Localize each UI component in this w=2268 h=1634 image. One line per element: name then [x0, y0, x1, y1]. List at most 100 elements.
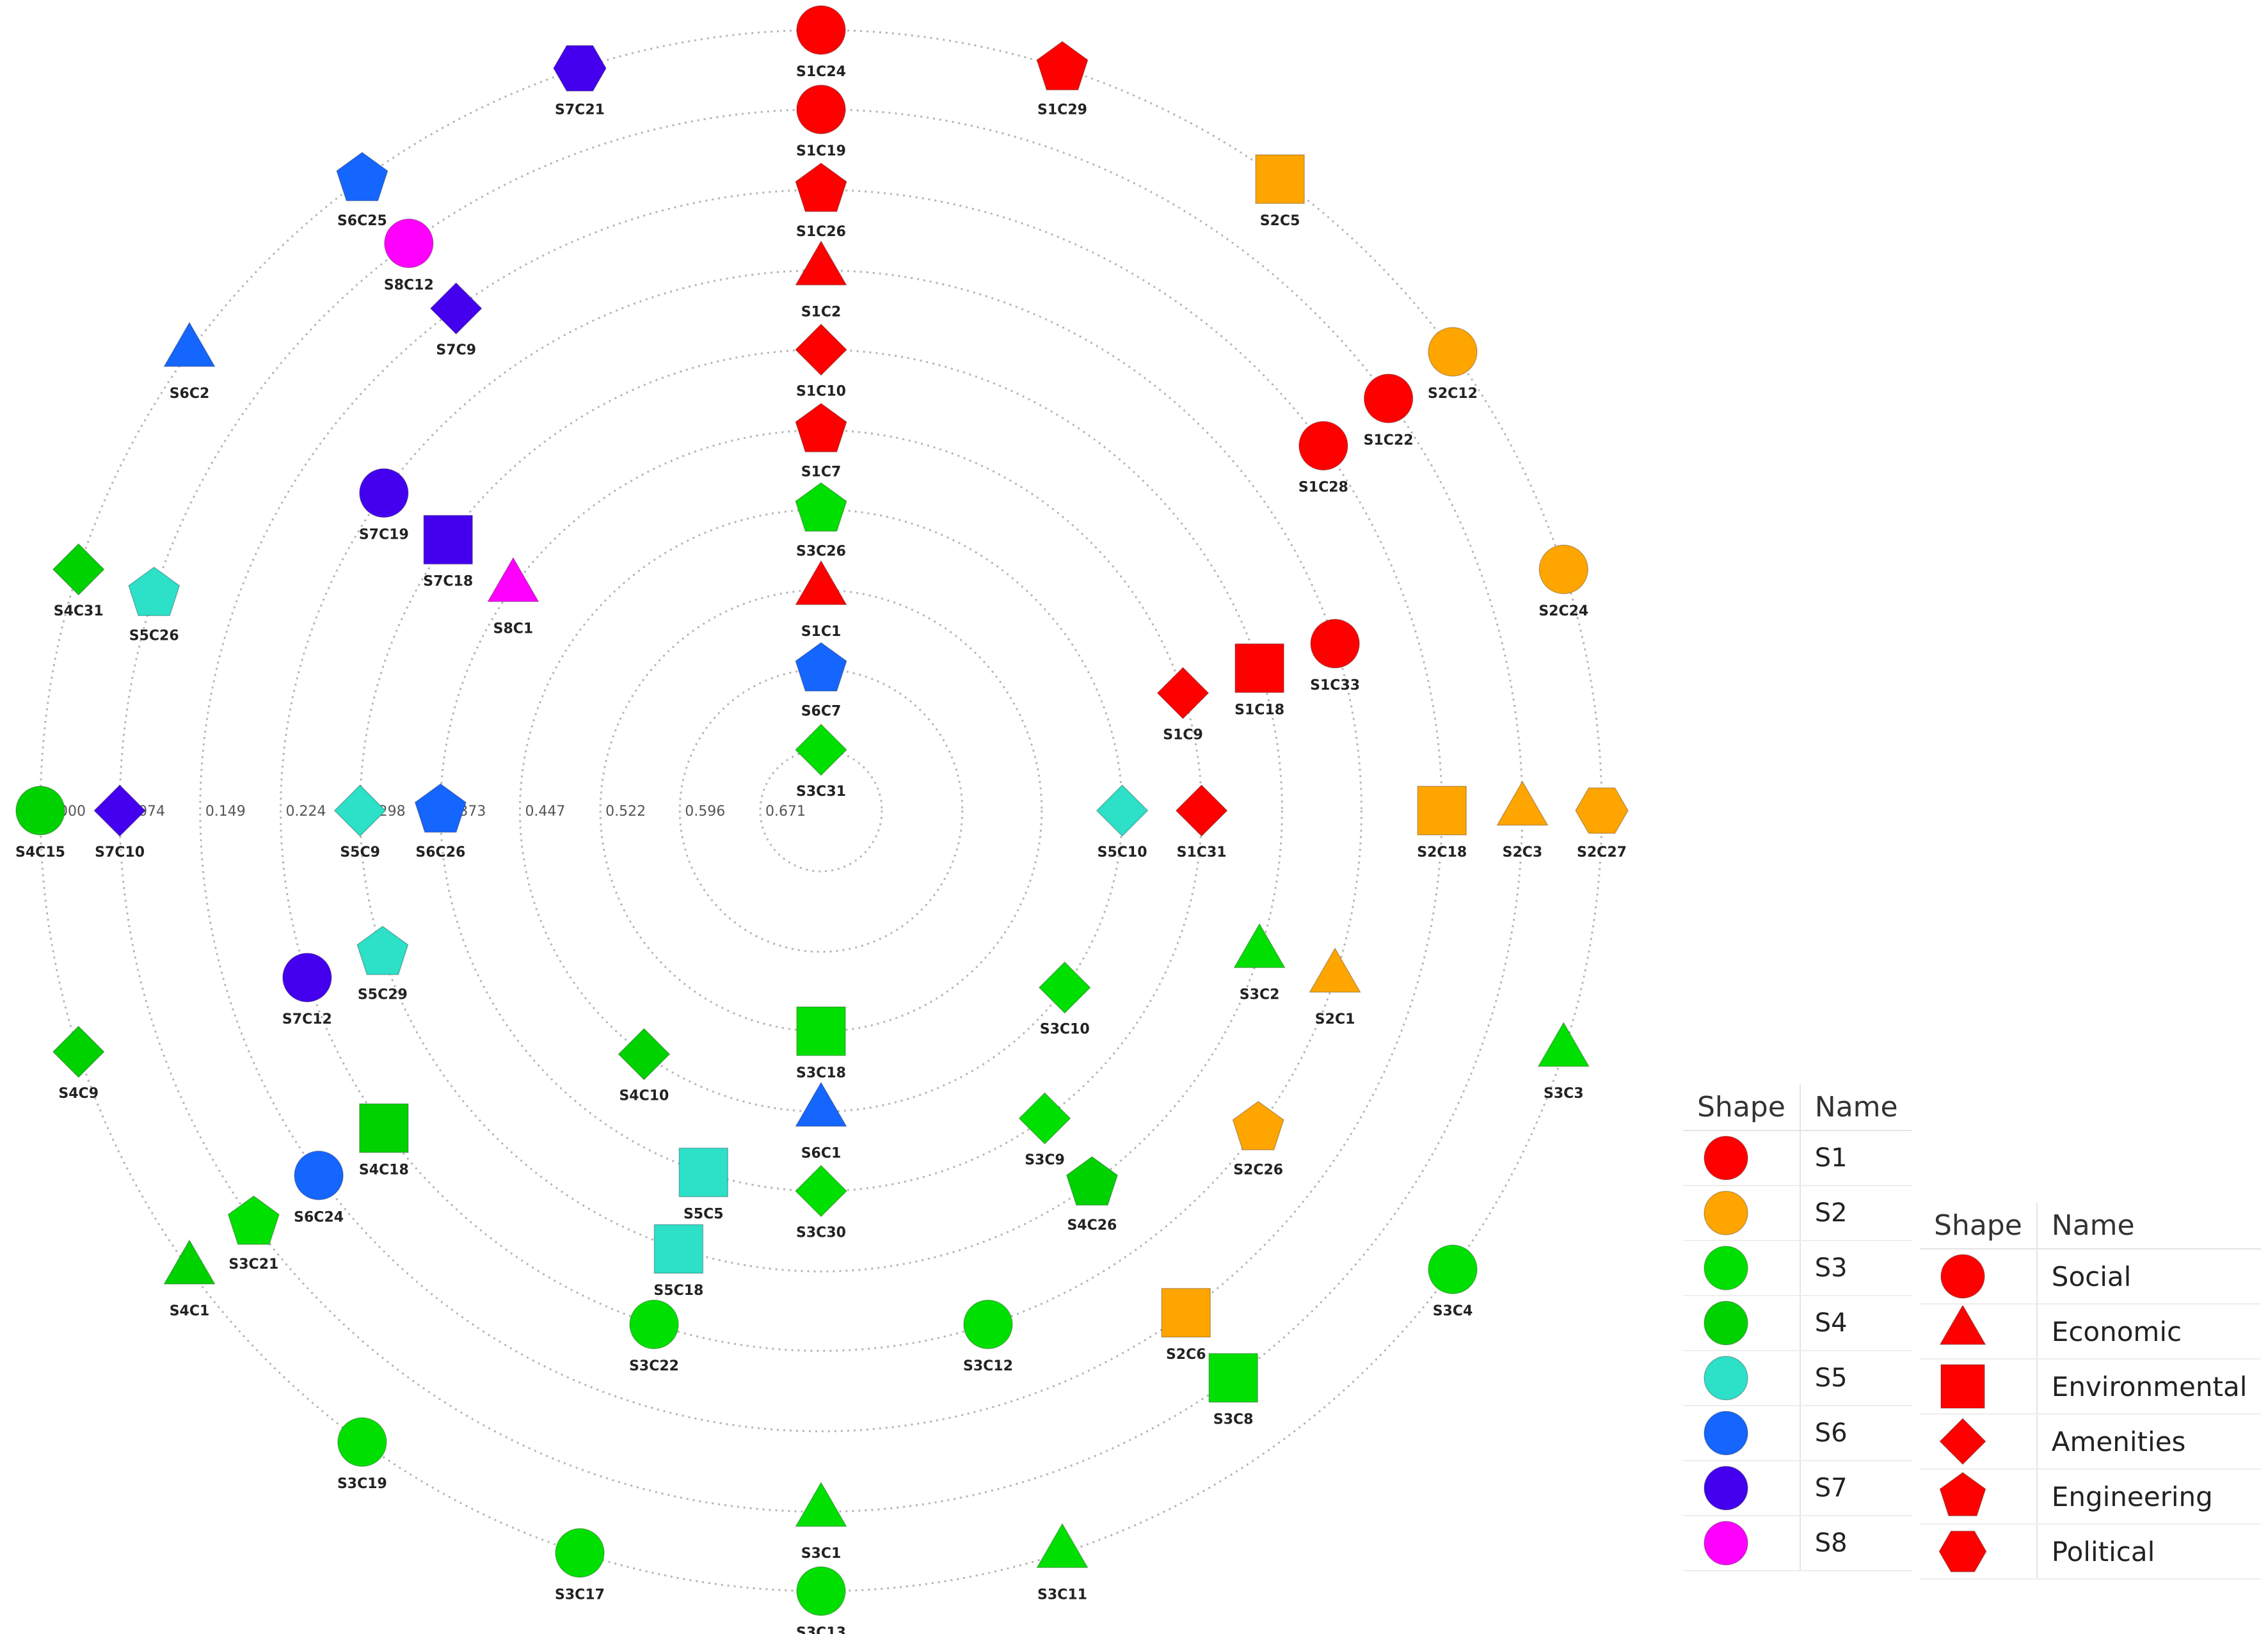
point-marker: [1575, 787, 1629, 834]
category-legend-swatch: [1920, 1359, 2037, 1415]
point-marker: [1175, 784, 1228, 837]
point-s1c19: S1C19: [796, 84, 846, 159]
point-label: S3C3: [1544, 1086, 1584, 1102]
point-label: S1C28: [1298, 480, 1348, 496]
point-label: S7C19: [359, 527, 409, 543]
point-s6c25: S6C25: [336, 152, 388, 229]
circle-icon: [1704, 1521, 1748, 1566]
point-marker: [1161, 1288, 1211, 1338]
point-s1c7: S1C7: [795, 402, 847, 480]
point-label: S7C21: [555, 102, 605, 118]
point-marker: [795, 1081, 847, 1127]
point-s1c22: S1C22: [1364, 374, 1414, 448]
point-s2c26: S2C26: [1232, 1100, 1284, 1178]
circle-icon: [1704, 1301, 1748, 1345]
point-label: S4C18: [359, 1162, 409, 1178]
point-label: S1C24: [796, 64, 846, 80]
point-marker: [423, 514, 473, 565]
point-s7c12: S7C12: [282, 953, 332, 1027]
point-s5c5: S5C5: [678, 1147, 728, 1223]
point-label: S6C1: [801, 1146, 842, 1162]
point-marker: [795, 240, 847, 286]
point-marker: [333, 784, 387, 837]
point-s3c26: S3C26: [795, 482, 847, 559]
point-s6c7: S6C7: [795, 642, 847, 719]
point-s3c18: S3C18: [796, 1006, 846, 1081]
point-label: S1C31: [1177, 845, 1227, 861]
point-s3c22: S3C22: [629, 1299, 679, 1374]
point-s4c10: S4C10: [618, 1027, 671, 1104]
point-label: S3C17: [555, 1587, 605, 1603]
point-s7c18: S7C18: [423, 514, 473, 590]
circle-icon: [1940, 1254, 1985, 1299]
point-marker: [163, 321, 216, 367]
point-marker: [795, 323, 847, 376]
ring-8: [678, 668, 964, 953]
category-legend-row: Social: [1920, 1249, 2262, 1305]
point-s4c18: S4C18: [359, 1103, 409, 1178]
point-marker: [163, 1239, 216, 1285]
point-marker: [1538, 544, 1589, 594]
point-label: S7C10: [95, 845, 145, 861]
point-s5c18: S5C18: [653, 1224, 703, 1299]
point-label: S7C9: [436, 342, 476, 358]
point-marker: [796, 84, 846, 134]
point-s1c2: S1C2: [795, 240, 847, 321]
point-label: S3C31: [796, 784, 846, 800]
point-label: S2C5: [1260, 213, 1300, 229]
point-marker: [1232, 1100, 1284, 1150]
triangle-icon: [1939, 1306, 1986, 1345]
point-label: S6C25: [337, 213, 387, 229]
ring-3: [280, 269, 1362, 1352]
point-label: S6C24: [294, 1209, 344, 1225]
point-label: S5C26: [129, 628, 179, 644]
point-marker: [1038, 961, 1091, 1014]
point-label: S3C22: [629, 1358, 679, 1374]
point-marker: [1255, 154, 1305, 204]
point-label: S4C26: [1067, 1218, 1117, 1233]
ring-label: 0.522: [605, 804, 646, 820]
point-s3c17: S3C17: [555, 1528, 605, 1603]
ring-label: 0.671: [765, 804, 806, 820]
category-legend-name: Environmental: [2036, 1359, 2262, 1415]
point-label: S6C26: [415, 845, 465, 861]
point-marker: [1156, 667, 1210, 720]
point-marker: [356, 925, 409, 976]
point-marker: [52, 543, 105, 596]
ring-label: 0.596: [685, 804, 725, 820]
point-marker: [963, 1299, 1013, 1349]
point-s3c4: S3C4: [1428, 1244, 1478, 1319]
series-legend-swatch: [1683, 1241, 1800, 1296]
point-s2c3: S2C3: [1496, 780, 1549, 861]
category-legend-name: Political: [2036, 1524, 2262, 1580]
category-legend-row: Amenities: [1920, 1414, 2262, 1470]
point-s3c3: S3C3: [1537, 1021, 1590, 1102]
series-legend-swatch: [1683, 1130, 1800, 1186]
series-legend-row: S7: [1683, 1461, 1912, 1516]
series-legend-name: S7: [1799, 1461, 1912, 1516]
point-marker: [384, 218, 434, 269]
series-legend-row: S4: [1683, 1296, 1912, 1351]
point-marker: [1298, 420, 1348, 471]
point-s4c26: S4C26: [1066, 1156, 1119, 1233]
point-label: S6C2: [170, 386, 210, 402]
point-s6c26: S6C26: [414, 783, 467, 861]
point-label: S7C12: [282, 1011, 332, 1027]
category-legend-swatch: [1920, 1304, 2037, 1360]
point-s1c9: S1C9: [1156, 667, 1210, 743]
category-legend-swatch: [1920, 1524, 2037, 1580]
point-s3c13: S3C13: [796, 1566, 846, 1634]
point-marker: [282, 953, 332, 1003]
series-legend-header-name: Name: [1799, 1084, 1912, 1131]
point-label: S6C7: [801, 703, 842, 719]
point-marker: [1417, 786, 1467, 836]
point-label: S3C21: [228, 1257, 278, 1273]
point-s3c12: S3C12: [963, 1299, 1013, 1374]
point-marker: [796, 5, 846, 55]
point-label: S1C29: [1037, 102, 1087, 118]
point-marker: [1496, 780, 1549, 826]
point-s3c30: S3C30: [795, 1164, 847, 1241]
